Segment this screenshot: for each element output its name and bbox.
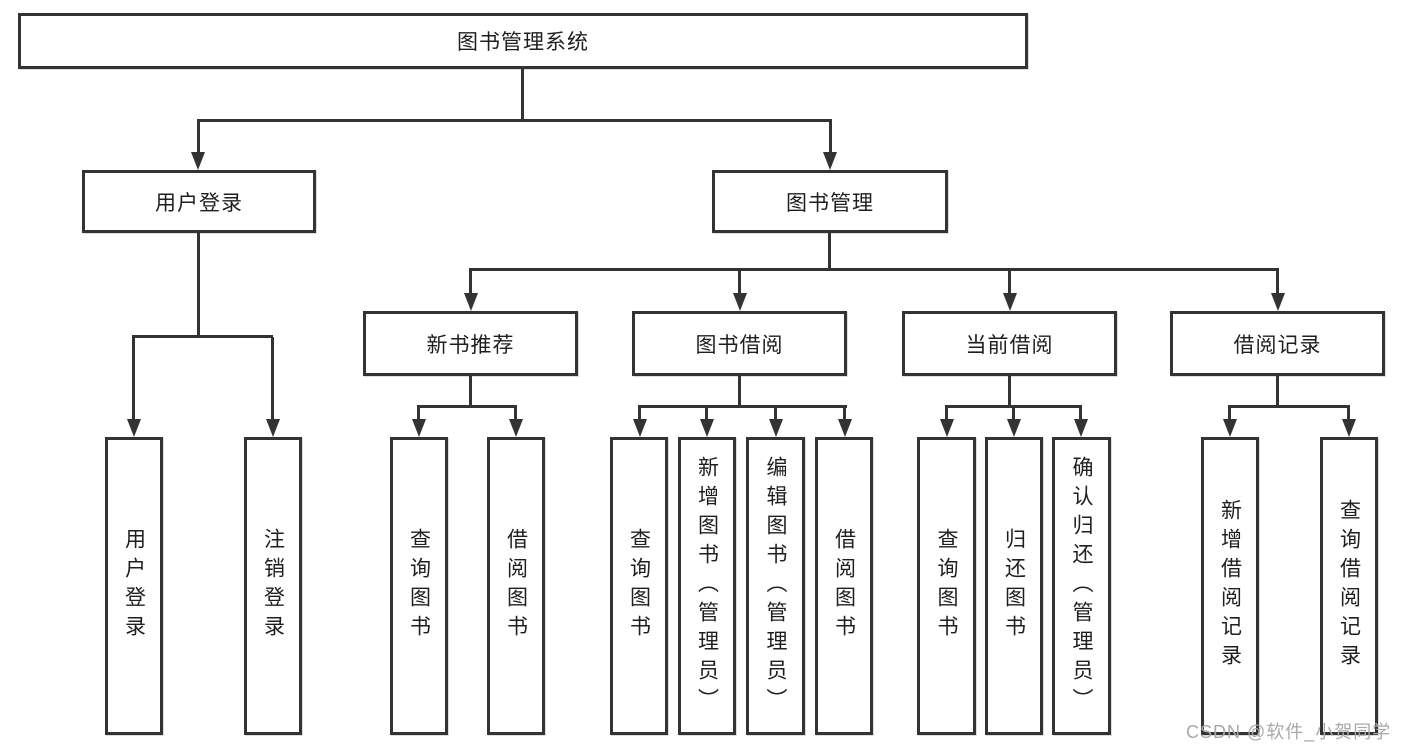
node-label: 新书推荐 bbox=[426, 333, 515, 357]
leaf-recommend-query-books: 查询图书 bbox=[390, 437, 448, 735]
connector-line bbox=[132, 335, 273, 338]
node-label: 新增图书（管理员） bbox=[695, 455, 719, 717]
arrow-down-icon bbox=[1342, 419, 1356, 437]
node-label: 借阅记录 bbox=[1233, 333, 1322, 357]
connector-line bbox=[1276, 376, 1279, 407]
node-borrow-record: 借阅记录 bbox=[1170, 311, 1385, 376]
connector-line bbox=[417, 405, 517, 408]
connector-line bbox=[514, 407, 517, 419]
connector-line bbox=[1228, 407, 1231, 419]
connector-line bbox=[132, 337, 135, 419]
connector-line bbox=[738, 270, 741, 293]
leaf-logout: 注销登录 bbox=[244, 437, 302, 735]
connector-line bbox=[1276, 270, 1279, 293]
leaf-borrow-query-books: 查询图书 bbox=[610, 437, 668, 735]
connector-line bbox=[469, 376, 472, 407]
leaf-record-add-borrow-record: 新增借阅记录 bbox=[1201, 437, 1259, 735]
arrow-down-icon bbox=[733, 293, 747, 311]
node-label: 图书管理 bbox=[786, 191, 874, 215]
node-label: 注销登录 bbox=[261, 528, 285, 644]
leaf-current-query-books: 查询图书 bbox=[917, 437, 976, 735]
connector-line bbox=[1079, 407, 1082, 419]
connector-line bbox=[945, 407, 948, 419]
node-label: 查询借阅记录 bbox=[1337, 499, 1361, 673]
leaf-borrow-add-books-admin: 新增图书（管理员） bbox=[678, 437, 736, 735]
leaf-user-login: 用户登录 bbox=[105, 437, 163, 735]
node-book-borrow: 图书借阅 bbox=[632, 311, 847, 376]
connector-line bbox=[828, 233, 831, 270]
leaf-borrow-edit-books-admin: 编辑图书（管理员） bbox=[746, 437, 805, 735]
connector-line bbox=[469, 270, 472, 293]
leaf-record-query-borrow-record: 查询借阅记录 bbox=[1320, 437, 1378, 735]
node-root-library-system: 图书管理系统 bbox=[18, 13, 1028, 69]
arrow-down-icon bbox=[412, 419, 426, 437]
node-book-management: 图书管理 bbox=[712, 170, 948, 233]
connector-line bbox=[738, 376, 741, 407]
csdn-watermark: CSDN @软件_小贺同学 bbox=[1186, 722, 1392, 742]
node-label: 借阅图书 bbox=[832, 528, 856, 644]
node-label: 编辑图书（管理员） bbox=[764, 455, 787, 717]
arrow-down-icon bbox=[1003, 293, 1017, 311]
arrow-down-icon bbox=[1271, 293, 1285, 311]
arrow-down-icon bbox=[127, 419, 141, 437]
arrow-down-icon bbox=[1223, 419, 1237, 437]
leaf-borrow-borrow-books: 借阅图书 bbox=[815, 437, 873, 735]
node-label: 确认归还（管理员） bbox=[1070, 455, 1093, 717]
leaf-current-confirm-return-admin: 确认归还（管理员） bbox=[1052, 437, 1111, 735]
node-label: 查询图书 bbox=[407, 528, 431, 644]
connector-line bbox=[1008, 376, 1011, 407]
arrow-down-icon bbox=[838, 419, 852, 437]
node-current-borrow: 当前借阅 bbox=[902, 311, 1117, 376]
connector-line bbox=[521, 69, 524, 121]
arrow-down-icon bbox=[191, 152, 205, 170]
node-label: 新增借阅记录 bbox=[1218, 499, 1242, 673]
connector-line bbox=[197, 121, 200, 153]
connector-line bbox=[638, 405, 847, 408]
connector-line bbox=[1228, 405, 1350, 408]
node-label: 查询图书 bbox=[935, 528, 958, 644]
connector-line bbox=[469, 268, 1279, 271]
connector-line bbox=[705, 407, 708, 419]
leaf-current-return-books: 归还图书 bbox=[985, 437, 1043, 735]
arrow-down-icon bbox=[1074, 419, 1088, 437]
connector-line bbox=[271, 337, 274, 419]
node-label: 用户登录 bbox=[155, 191, 243, 215]
connector-line bbox=[417, 407, 420, 419]
arrow-down-icon bbox=[940, 419, 954, 437]
arrow-down-icon bbox=[633, 419, 647, 437]
arrow-down-icon bbox=[769, 419, 783, 437]
node-label: 用户登录 bbox=[122, 528, 146, 644]
connector-line bbox=[829, 121, 832, 153]
arrow-down-icon bbox=[464, 293, 478, 311]
connector-line bbox=[638, 407, 641, 419]
leaf-recommend-borrow-books: 借阅图书 bbox=[487, 437, 545, 735]
arrow-down-icon bbox=[509, 419, 523, 437]
node-new-book-recommend: 新书推荐 bbox=[363, 311, 578, 376]
connector-line bbox=[843, 407, 846, 419]
connector-line bbox=[774, 407, 777, 419]
arrow-down-icon bbox=[1007, 419, 1021, 437]
arrow-down-icon bbox=[700, 419, 714, 437]
arrow-down-icon bbox=[266, 419, 280, 437]
arrow-down-icon bbox=[823, 152, 837, 170]
node-label: 当前借阅 bbox=[965, 333, 1054, 357]
connector-line bbox=[945, 405, 1082, 408]
node-user-login: 用户登录 bbox=[82, 170, 316, 233]
node-label: 图书借阅 bbox=[695, 333, 784, 357]
node-label: 归还图书 bbox=[1002, 528, 1026, 644]
connector-line bbox=[1008, 270, 1011, 293]
connector-line bbox=[1012, 407, 1015, 419]
connector-line bbox=[197, 233, 200, 337]
node-label: 查询图书 bbox=[627, 528, 651, 644]
node-label: 图书管理系统 bbox=[457, 31, 589, 54]
connector-line bbox=[1347, 407, 1350, 419]
connector-line bbox=[197, 119, 832, 122]
node-label: 借阅图书 bbox=[504, 528, 528, 644]
